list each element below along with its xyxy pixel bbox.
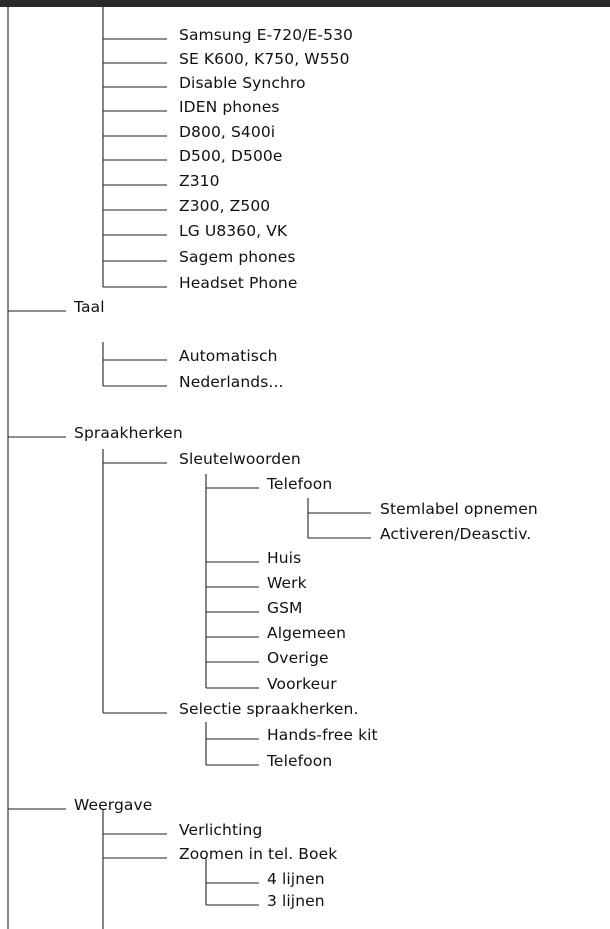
tree-node-label: Taal (74, 298, 105, 316)
tree-node-label: Nederlands... (179, 373, 284, 391)
tree-node-label: Huis (267, 549, 302, 567)
tree-node-label: Voorkeur (267, 675, 337, 693)
tree-node-label: D500, D500e (179, 147, 283, 165)
tree-node-label: Disable Synchro (179, 74, 306, 92)
tree-node-label: Samsung E-720/E-530 (179, 26, 353, 44)
tree-node-label: GSM (267, 599, 303, 617)
tree-node-label: Sleutelwoorden (179, 450, 301, 468)
tree-node-label: Werk (267, 574, 307, 592)
tree-node-label: Activeren/Deasctiv. (380, 525, 532, 543)
tree-node-label: Stemlabel opnemen (380, 500, 538, 518)
tree-node-label: Telefoon (267, 752, 333, 770)
tree-node-label: Sagem phones (179, 248, 296, 266)
tree-node-label: Overige (267, 649, 329, 667)
tree-node-label: Verlichting (179, 821, 263, 839)
tree-node-label: Selectie spraakherken. (179, 700, 359, 718)
tree-node-label: Headset Phone (179, 274, 298, 292)
tree-node-label: Zoomen in tel. Boek (179, 845, 338, 863)
tree-node-label: Algemeen (267, 624, 347, 642)
tree-node-label: Weergave (74, 796, 153, 814)
tree-node-label: D800, S400i (179, 123, 276, 141)
tree-node-label: SE K600, K750, W550 (179, 50, 350, 68)
tree-node-label: IDEN phones (179, 98, 280, 116)
tree-node-label: Automatisch (179, 347, 278, 365)
tree-node-label: Z300, Z500 (179, 197, 271, 215)
tree-node-label: 4 lijnen (267, 870, 325, 888)
tree-node-label: Z310 (179, 172, 220, 190)
top-border (0, 0, 610, 7)
tree-node-label: 3 lijnen (267, 892, 325, 910)
tree-node-label: Spraakherken (74, 424, 183, 442)
tree-node-label: LG U8360, VK (179, 222, 288, 240)
tree-node-label: Telefoon (267, 475, 333, 493)
tree-node-label: Hands-free kit (267, 726, 378, 744)
